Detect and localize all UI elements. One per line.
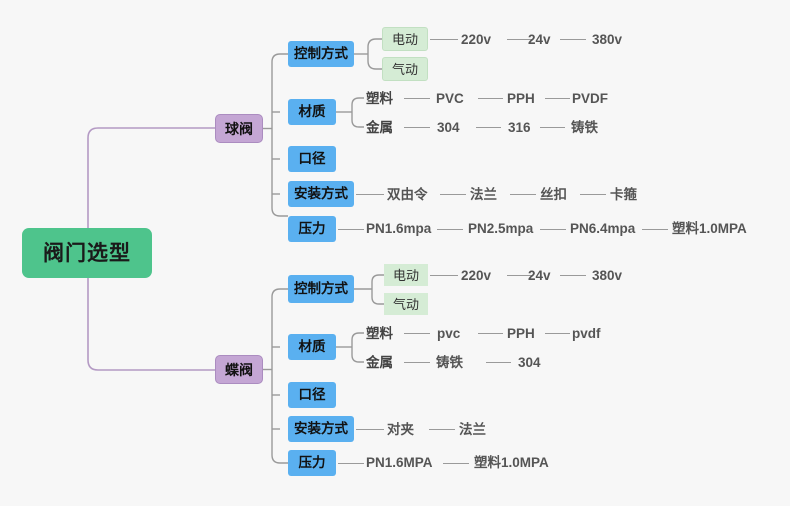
category-node-caliber-ball[interactable]: 口径 (288, 146, 336, 172)
category-node-control-mode-ball-label: 控制方式 (294, 46, 348, 62)
leaf-node-cast-iron-ball[interactable]: 铸铁 (571, 120, 598, 135)
leaf-node-380v-ball[interactable]: 380v (592, 32, 623, 47)
leaf-node-pvc-ball[interactable]: PVC (436, 91, 464, 106)
connector-line (507, 275, 533, 276)
root-node-label: 阀门选型 (43, 241, 131, 265)
category-node-install-butterfly[interactable]: 安装方式 (288, 416, 354, 442)
connector-line (430, 275, 458, 276)
connector-line (356, 429, 384, 430)
leaf-node-24v-ball[interactable]: 24v (528, 32, 551, 47)
leaf-node-flange-ball[interactable]: 法兰 (470, 187, 497, 202)
connector-line (429, 429, 455, 430)
connector-line (486, 362, 511, 363)
category-node-control-mode-ball[interactable]: 控制方式 (288, 41, 354, 67)
leaf-node-wafer-butterfly[interactable]: 对夹 (387, 422, 414, 437)
connector-line (356, 194, 384, 195)
category-node-caliber-butterfly-label: 口径 (298, 387, 326, 403)
connector-line (476, 127, 501, 128)
category-node-caliber-butterfly[interactable]: 口径 (288, 382, 336, 408)
category-node-control-mode-butterfly[interactable]: 控制方式 (288, 275, 354, 303)
leaf-node-pvc-butterfly[interactable]: pvc (437, 326, 461, 341)
subnode-metal-butterfly[interactable]: 金属 (366, 355, 393, 370)
category-node-material-ball-label: 材质 (298, 104, 326, 120)
category-node-material-butterfly-label: 材质 (298, 339, 326, 355)
category-node-pressure-ball[interactable]: 压力 (288, 216, 336, 242)
connector-line (540, 127, 565, 128)
leaf-node-220v-butterfly[interactable]: 220v (461, 268, 492, 283)
category-node-pressure-butterfly[interactable]: 压力 (288, 450, 336, 476)
connector-line (545, 98, 570, 99)
category-node-pressure-butterfly-label: 压力 (298, 455, 326, 471)
green-child-node-pneumatic-ball[interactable]: 气动 (382, 57, 428, 81)
category-node-control-mode-butterfly-label: 控制方式 (294, 281, 348, 297)
connector-line (437, 229, 463, 230)
category-node-install-butterfly-label: 安装方式 (294, 421, 348, 437)
connector-line (560, 39, 586, 40)
leaf-node-flange-butterfly[interactable]: 法兰 (459, 422, 486, 437)
connector-line (545, 333, 570, 334)
subnode-metal-ball[interactable]: 金属 (366, 120, 393, 135)
leaf-node-304-butterfly[interactable]: 304 (518, 355, 541, 370)
root-node[interactable]: 阀门选型 (22, 228, 152, 278)
category-node-install-ball-label: 安装方式 (294, 186, 348, 202)
green-child-node-pneumatic-ball-label: 气动 (391, 61, 418, 77)
category-node-material-butterfly[interactable]: 材质 (288, 334, 336, 360)
green-child-node-pneumatic-butterfly[interactable]: 气动 (384, 293, 428, 315)
connector-line (404, 333, 430, 334)
leaf-node-pn25-ball[interactable]: PN2.5mpa (468, 221, 534, 236)
connector-line (404, 362, 430, 363)
leaf-node-pn64-ball[interactable]: PN6.4mpa (570, 221, 636, 236)
green-child-node-pneumatic-butterfly-label: 气动 (392, 296, 419, 312)
subnode-plastic-ball[interactable]: 塑料 (366, 91, 393, 106)
leaf-node-clamp-ball[interactable]: 卡箍 (610, 187, 637, 202)
connector-line (338, 463, 364, 464)
connector-line (507, 39, 533, 40)
leaf-node-plastic10-ball[interactable]: 塑料1.0MPA (672, 221, 747, 236)
leaf-node-pvdf-butterfly[interactable]: pvdf (572, 326, 601, 341)
connector-line (404, 127, 430, 128)
subnode-plastic-butterfly[interactable]: 塑料 (366, 326, 393, 341)
leaf-node-316-ball[interactable]: 316 (508, 120, 531, 135)
connector-line (478, 333, 503, 334)
connector-line (440, 194, 466, 195)
leaf-node-thread-ball[interactable]: 丝扣 (540, 187, 567, 202)
leaf-node-pvdf-ball[interactable]: PVDF (572, 91, 609, 106)
connector-line (338, 229, 364, 230)
green-child-node-electric-butterfly-label: 电动 (392, 267, 419, 283)
branch-node-butterfly-valve[interactable]: 蝶阀 (215, 355, 263, 384)
connector-line (404, 98, 430, 99)
connector-line (642, 229, 668, 230)
leaf-node-220v-ball[interactable]: 220v (461, 32, 492, 47)
leaf-node-pn16-butterfly[interactable]: PN1.6MPA (366, 455, 433, 470)
category-node-install-ball[interactable]: 安装方式 (288, 181, 354, 207)
branch-node-butterfly-valve-label: 蝶阀 (225, 361, 253, 378)
connector-line (478, 98, 503, 99)
connector-line (540, 229, 566, 230)
green-child-node-electric-ball[interactable]: 电动 (382, 27, 428, 51)
leaf-node-plastic10-butterfly[interactable]: 塑料1.0MPA (474, 455, 549, 470)
connector-line (443, 463, 469, 464)
leaf-node-pn16-ball[interactable]: PN1.6mpa (366, 221, 432, 236)
branch-node-ball-valve-label: 球阀 (225, 120, 253, 137)
connector-line (560, 275, 586, 276)
connector-line (580, 194, 606, 195)
leaf-node-cast-iron-butterfly[interactable]: 铸铁 (436, 355, 463, 370)
leaf-node-double-union-ball[interactable]: 双由令 (387, 187, 428, 202)
branch-node-ball-valve[interactable]: 球阀 (215, 114, 263, 143)
green-child-node-electric-butterfly[interactable]: 电动 (384, 264, 428, 286)
connector-line (510, 194, 536, 195)
category-node-caliber-ball-label: 口径 (298, 151, 326, 167)
leaf-node-24v-butterfly[interactable]: 24v (528, 268, 551, 283)
connector-line (430, 39, 458, 40)
leaf-node-304-ball[interactable]: 304 (437, 120, 460, 135)
leaf-node-pph-ball[interactable]: PPH (507, 91, 535, 106)
green-child-node-electric-ball-label: 电动 (391, 31, 418, 47)
leaf-node-380v-butterfly[interactable]: 380v (592, 268, 623, 283)
leaf-node-pph-butterfly[interactable]: PPH (507, 326, 535, 341)
category-node-material-ball[interactable]: 材质 (288, 99, 336, 125)
category-node-pressure-ball-label: 压力 (298, 221, 326, 237)
